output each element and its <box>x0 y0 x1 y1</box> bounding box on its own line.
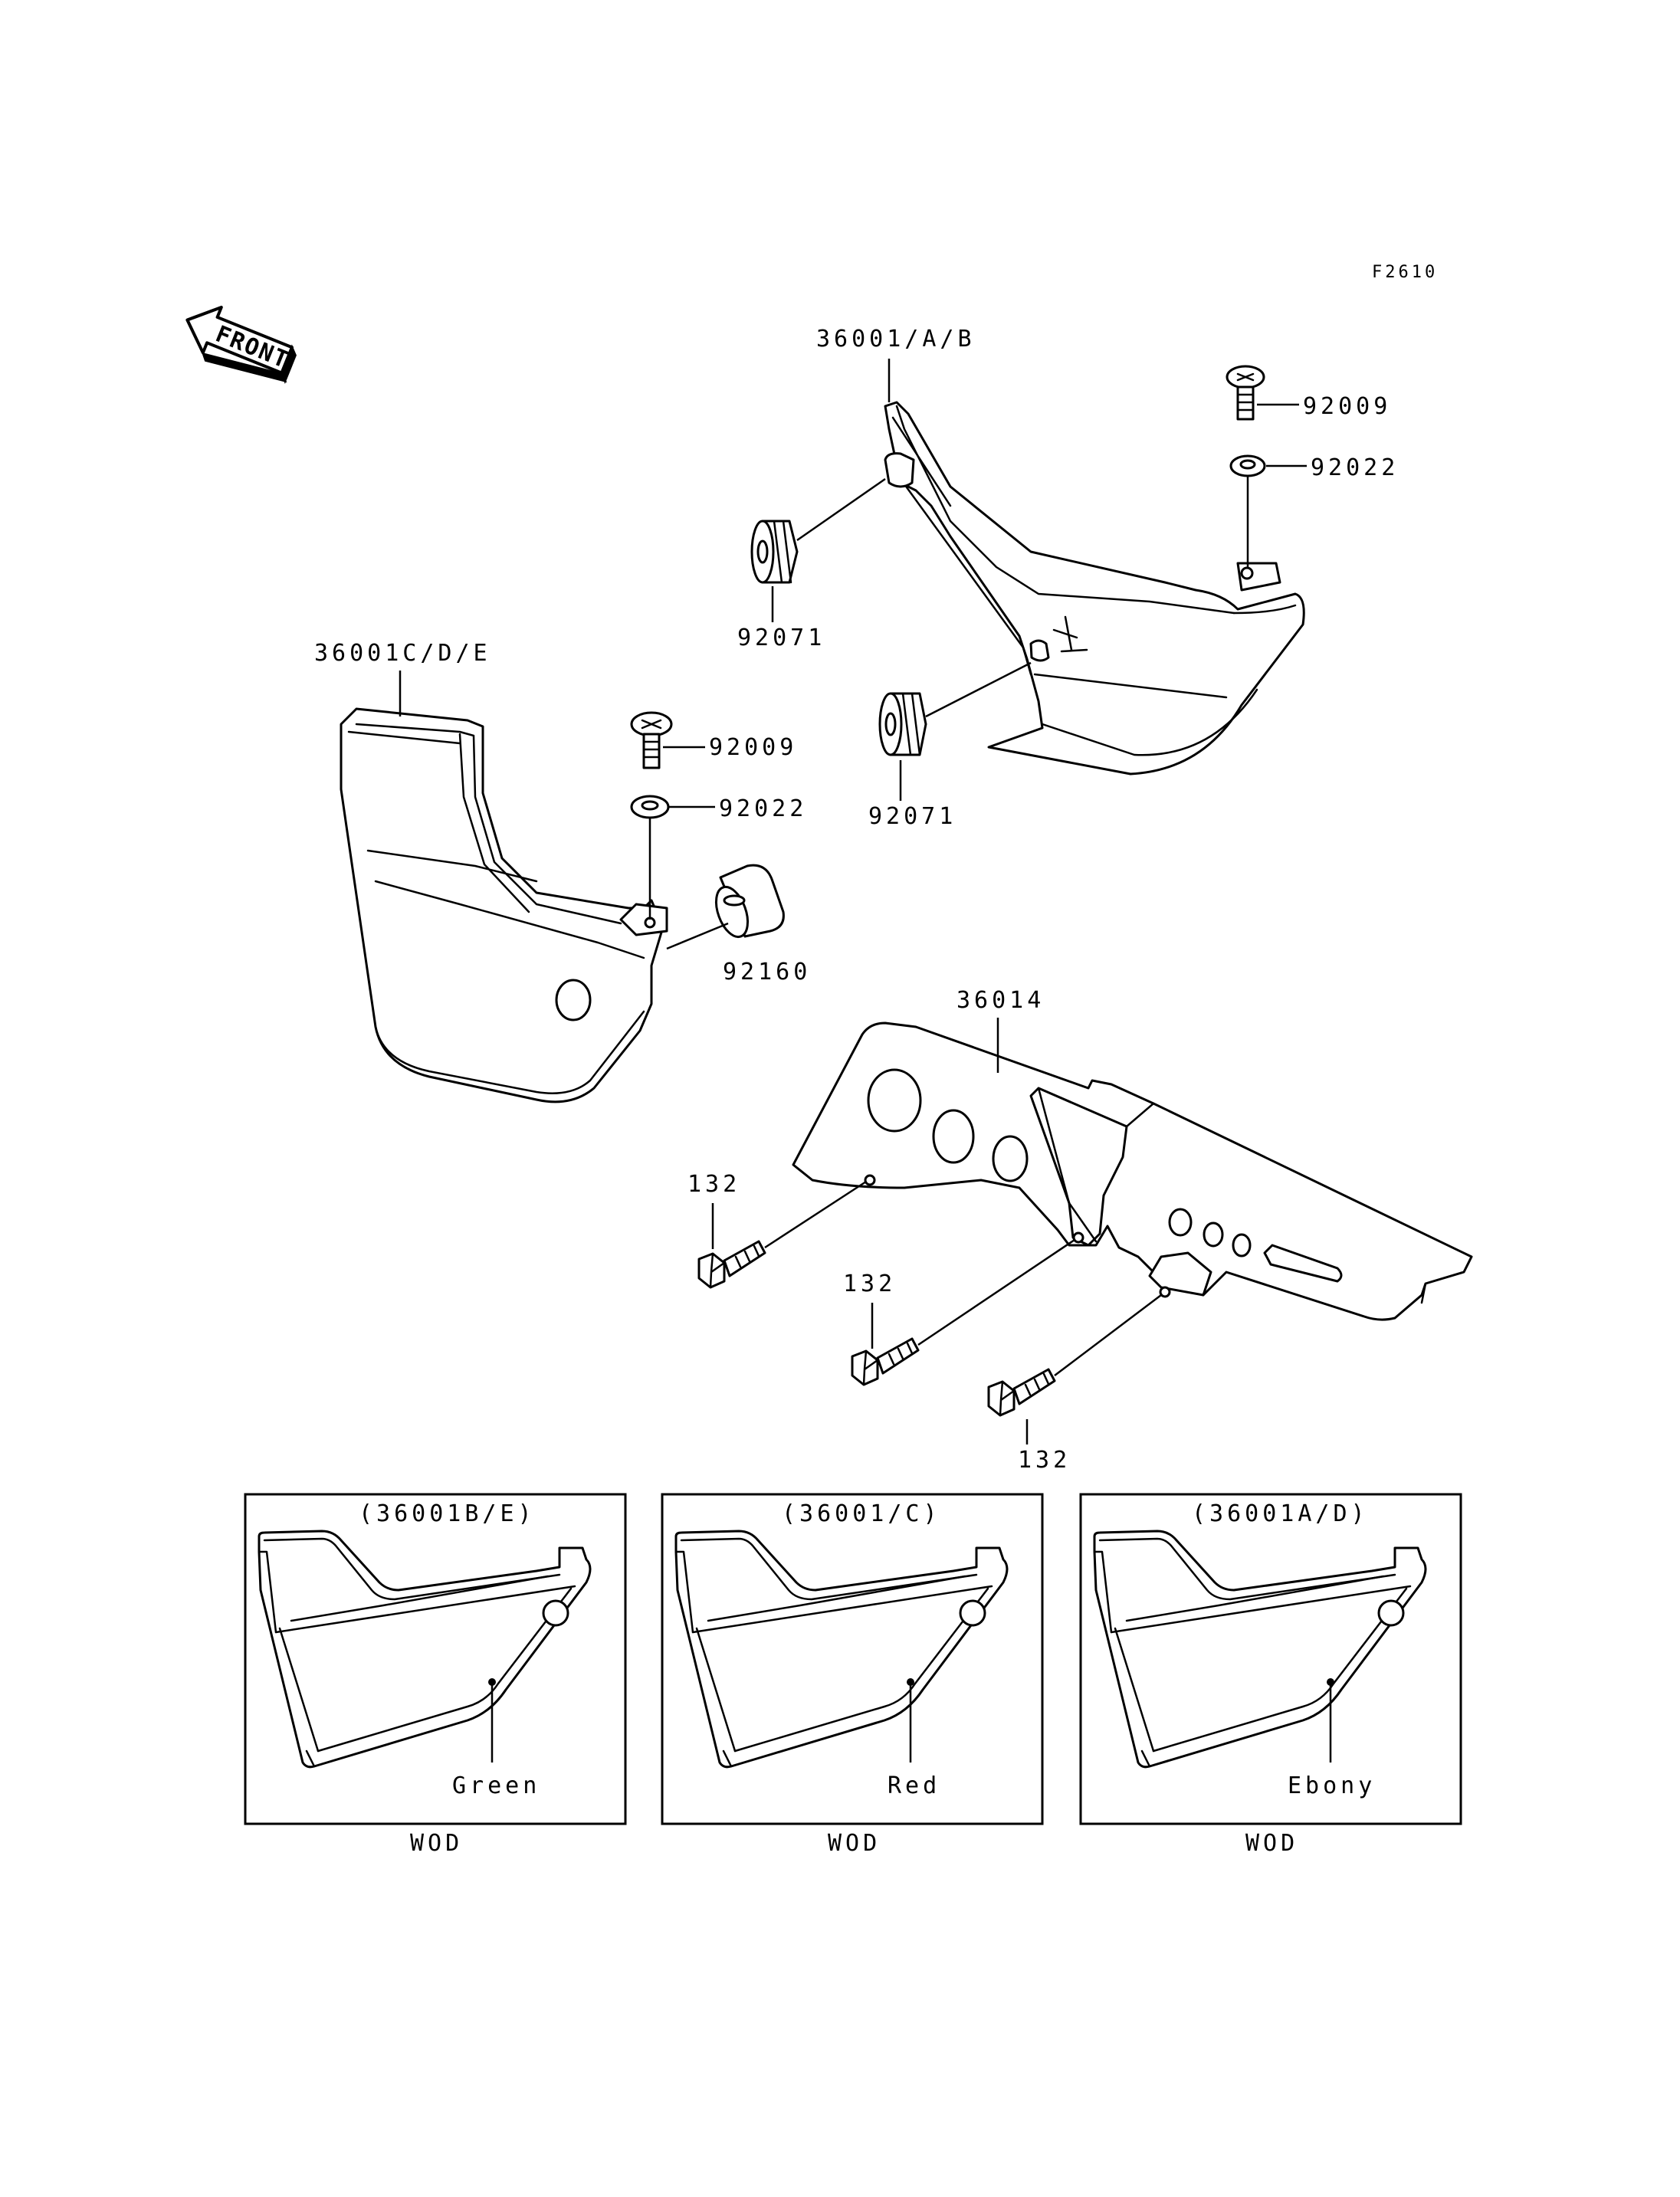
screw-left <box>630 711 673 769</box>
collar <box>714 864 785 939</box>
front-arrow-icon: FRONT <box>185 305 297 384</box>
cover-right-label: 36001/A/B <box>816 326 976 353</box>
variant-box-1: (36001B/E) Green <box>244 1493 627 1825</box>
variant-2-code: (36001/C) <box>782 1500 941 1527</box>
screw-top-label: 92009 <box>1303 393 1391 420</box>
variant-1-note: WOD <box>410 1830 463 1857</box>
washer-left <box>630 795 670 819</box>
bolt-2-label: 132 <box>843 1271 896 1297</box>
screw-left-label: 92009 <box>709 734 797 761</box>
bolt-2 <box>851 1337 920 1386</box>
variant-2-note: WOD <box>828 1830 881 1857</box>
variant-1-color: Green <box>452 1772 540 1799</box>
collar-label: 92160 <box>723 959 811 985</box>
chain-cover <box>792 1021 1473 1321</box>
washer-left-label: 92022 <box>719 795 807 822</box>
bolt-3 <box>987 1368 1056 1417</box>
bolt-1-label: 132 <box>687 1171 740 1198</box>
left-side-cover <box>340 707 668 1103</box>
variant-1-code: (36001B/E) <box>359 1500 536 1527</box>
grommet-upper-label: 92071 <box>737 625 825 651</box>
grommet-upper <box>750 520 799 584</box>
variant-3-note: WOD <box>1245 1830 1298 1857</box>
grommet-lower <box>878 692 927 756</box>
washer-top <box>1229 454 1266 477</box>
screw-top <box>1226 365 1265 421</box>
variant-3-color: Ebony <box>1288 1772 1376 1799</box>
grommet-lower-label: 92071 <box>868 803 956 830</box>
right-side-cover <box>884 401 1305 776</box>
variant-box-2: (36001/C) Red <box>661 1493 1044 1825</box>
cover-left-label: 36001C/D/E <box>314 640 491 667</box>
chain-cover-label: 36014 <box>956 987 1045 1014</box>
variant-2-color: Red <box>888 1772 940 1799</box>
figure-code: F2610 <box>1372 263 1438 282</box>
variant-3-code: (36001A/D) <box>1192 1500 1369 1527</box>
variant-box-3: (36001A/D) Ebony <box>1079 1493 1462 1825</box>
bolt-1 <box>697 1240 766 1289</box>
bolt-3-label: 132 <box>1018 1447 1071 1474</box>
washer-top-label: 92022 <box>1311 454 1399 481</box>
